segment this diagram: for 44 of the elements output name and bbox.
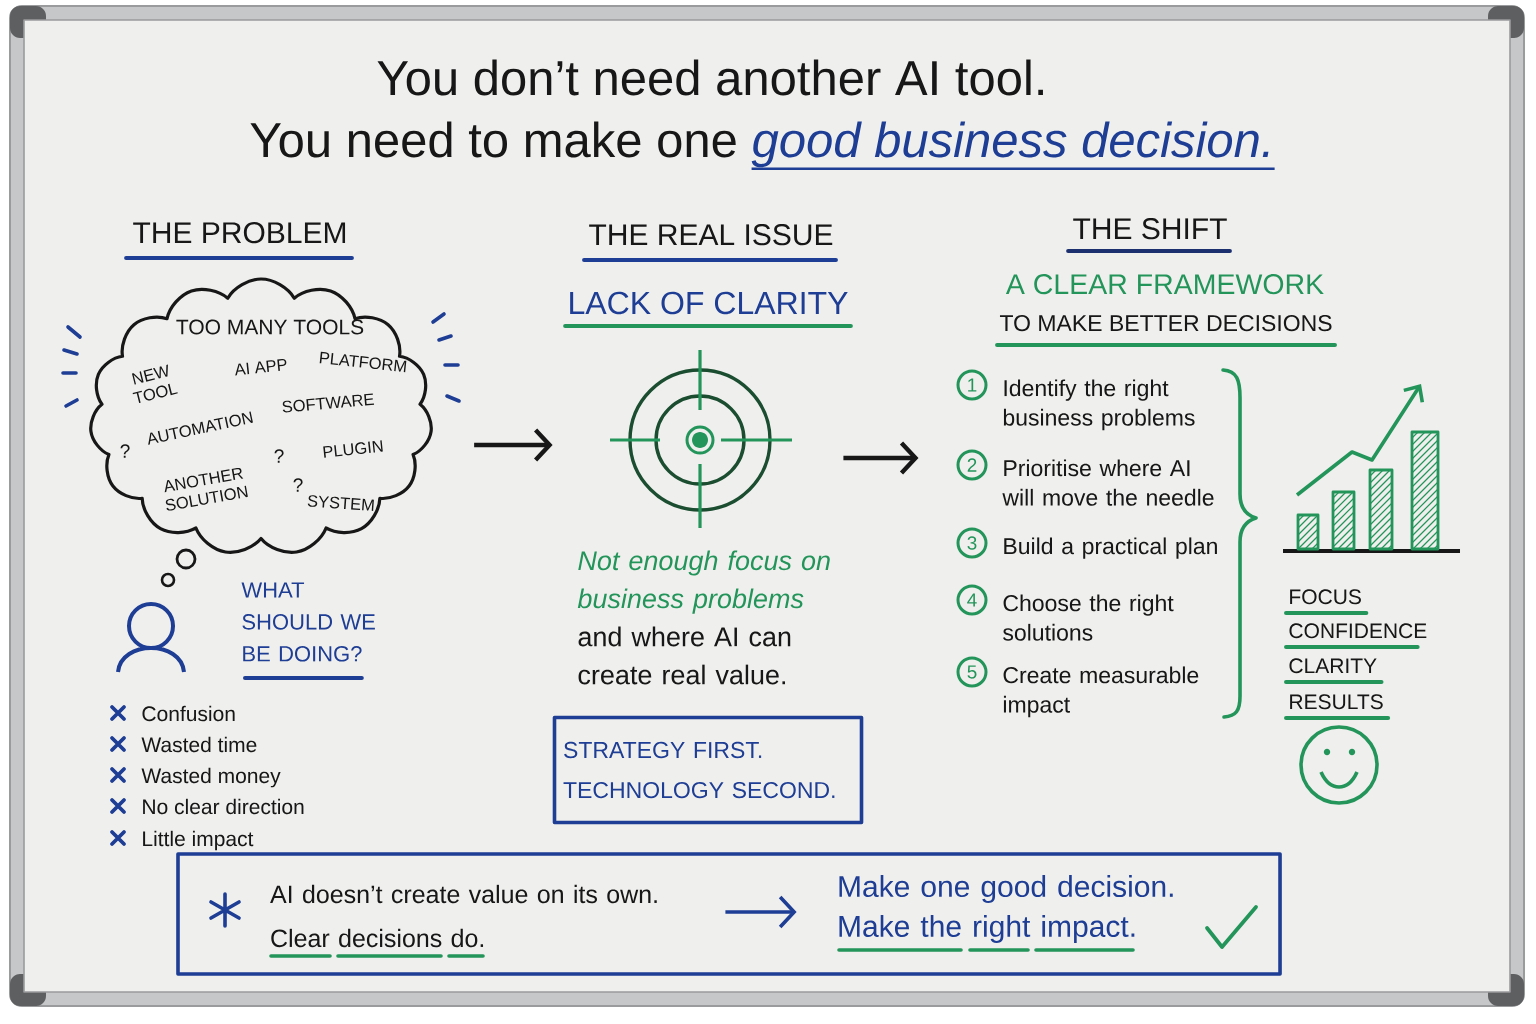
list-item: No clear direction xyxy=(143,798,304,815)
list-item: Wasted time xyxy=(141,736,257,753)
step-text: Create measurable impact xyxy=(1003,666,1199,718)
arrow xyxy=(474,428,553,462)
subheading: TO MAKE BETTER DECISIONS xyxy=(999,314,1332,332)
cloud-word: AI APP xyxy=(235,359,287,376)
subheading: A CLEAR FRAMEWORK xyxy=(1005,274,1324,295)
keyword: CLARITY xyxy=(1289,658,1377,674)
cloud-word: PLUGIN xyxy=(323,440,383,458)
cloud-word: ? xyxy=(293,478,303,492)
step-text: Build a practical plan xyxy=(1004,537,1217,559)
arrow xyxy=(843,441,919,475)
title-text: You don’t need another AI tool. xyxy=(377,59,1043,96)
keyword: FOCUS xyxy=(1290,589,1361,605)
cloud-word: PLATFORM xyxy=(319,351,407,373)
paragraph: Not enough focus on business problems and where AI can create real value. xyxy=(577,550,830,685)
cloud-word: SYSTEM xyxy=(307,495,374,511)
cloud-word: NEW TOOL xyxy=(131,364,178,403)
keyword: CONFIDENCE xyxy=(1289,623,1427,639)
cloud-word: ? xyxy=(274,449,284,463)
step-text: Identify the right business problems xyxy=(1003,379,1195,431)
cloud-word: ? xyxy=(120,444,130,458)
list-item: Wasted money xyxy=(141,767,281,788)
keyword: RESULTS xyxy=(1290,694,1383,710)
section-heading: THE PROBLEM xyxy=(133,222,346,244)
statement-text: AI doesn’t create value on its own. Clear decisions do. xyxy=(270,884,657,948)
list-item: Confusion xyxy=(142,705,235,722)
text-box: STRATEGY FIRST. TECHNOLOGY SECOND. xyxy=(552,715,864,825)
title-text: You need to make one good business decision. xyxy=(250,121,1275,170)
target-icon xyxy=(608,348,794,530)
question-text: WHAT SHOULD WE BE DOING? xyxy=(241,582,375,662)
cloud-word: SOFTWARE xyxy=(282,393,375,413)
step-text: Choose the right solutions xyxy=(1003,594,1174,641)
list-item: Little impact xyxy=(143,830,254,851)
section-heading: THE REAL ISSUE xyxy=(589,224,833,246)
arrow xyxy=(725,895,797,929)
framed-box xyxy=(176,852,1282,976)
section-heading: THE SHIFT xyxy=(1073,218,1227,240)
step-text: Prioritise where AI will move the needle xyxy=(1002,459,1214,506)
subheading: LACK OF CLARITY xyxy=(570,291,848,315)
cloud-word: TOO MANY TOOLS xyxy=(176,319,364,335)
thought-cloud xyxy=(89,277,433,554)
statement-text: Make one good decision. Make the right impact. xyxy=(839,875,1173,943)
cloud-word: ANOTHER SOLUTION xyxy=(164,467,248,511)
